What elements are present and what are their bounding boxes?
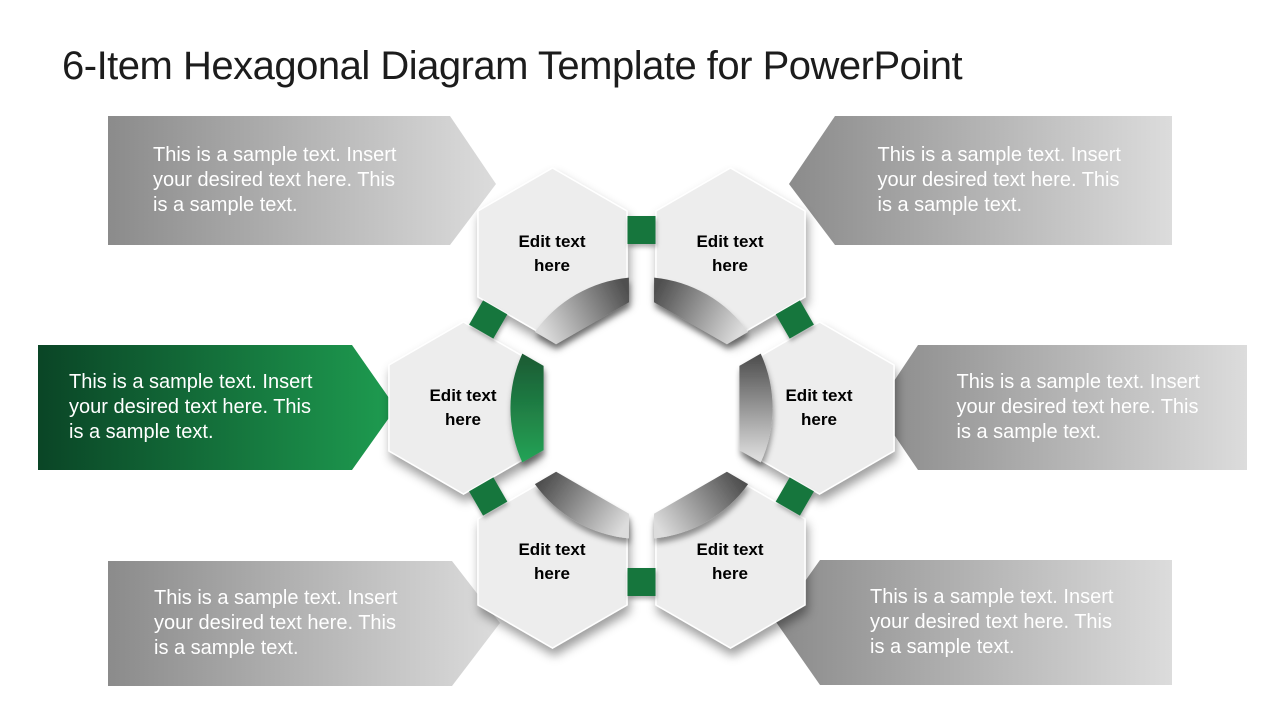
ring-segment-right [739,353,773,463]
hexagon-label-bottom-right[interactable]: Edit text here [696,540,764,583]
callout-banner-top-right[interactable] [789,116,1172,245]
center-ring [510,277,773,539]
ring-segment-bottom-left [534,471,629,539]
hexagon-label-top-left[interactable]: Edit text here [518,232,586,275]
callout-banner-top-left[interactable] [108,116,496,245]
banner-text-bottom-right[interactable]: This is a sample text. Insert your desir… [820,560,1172,685]
ring-segment-top-right [654,277,749,345]
hexagon-label-bottom-left[interactable]: Edit text here [518,540,586,583]
callout-banner-bottom-right[interactable] [776,560,1172,685]
ring-segment-left-green [510,353,544,463]
banner-text-content: This is a sample text. Insert your desir… [153,144,397,216]
connector-square-upper-left [469,300,508,339]
connector-square-top [627,216,656,244]
banner-text-content: This is a sample text. Insert your desir… [870,586,1114,658]
banner-text-content: This is a sample text. Insert your desir… [154,587,398,659]
banner-text-content: This is a sample text. Insert your desir… [69,371,313,443]
hexagon-label-middle-left[interactable]: Edit text here [429,386,497,429]
connector-square-upper-right [775,300,814,339]
callout-banner-middle-right[interactable] [876,345,1247,470]
hexagon-label-middle-right[interactable]: Edit text here [785,386,853,429]
connector-squares [469,216,814,596]
slide-title: 6-Item Hexagonal Diagram Template for Po… [62,44,963,88]
banner-text-top-left[interactable]: This is a sample text. Insert your desir… [108,116,450,245]
ring-segment-top-left [534,277,629,345]
callout-banners [38,116,1247,686]
connector-square-bottom [627,568,656,596]
callout-banner-bottom-left[interactable] [108,561,500,686]
ring-segment-bottom-right [654,471,749,539]
callout-banner-middle-left[interactable] [38,345,396,470]
hexagon-label-top-right[interactable]: Edit text here [696,232,764,275]
connector-square-lower-right [775,477,814,516]
banner-text-middle-right[interactable]: This is a sample text. Insert your desir… [918,345,1247,470]
banner-text-content: This is a sample text. Insert your desir… [877,144,1121,216]
banner-text-top-right[interactable]: This is a sample text. Insert your desir… [835,116,1172,245]
banner-text-content: This is a sample text. Insert your desir… [956,371,1200,443]
banner-text-bottom-left[interactable]: This is a sample text. Insert your desir… [108,561,452,686]
connector-square-lower-left [469,477,508,516]
banner-text-middle-left[interactable]: This is a sample text. Insert your desir… [38,345,352,470]
